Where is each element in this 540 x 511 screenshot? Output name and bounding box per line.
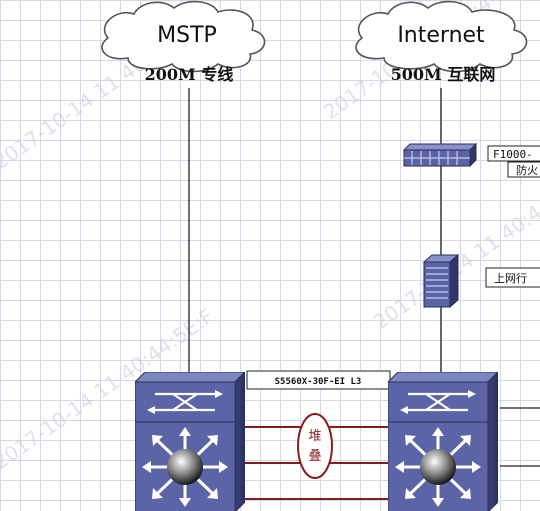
behavior-management-label: 上网行 [494, 272, 527, 285]
svg-text:2017-10-14 11 40:44:5E:F: 2017-10-14 11 40:44:5E:F [369, 164, 540, 334]
mstp-cloud: MSTP [101, 0, 266, 73]
core-switch-right-icon [388, 372, 498, 511]
firewall-icon [402, 142, 478, 168]
stack-label-bottom: 叠 [308, 449, 321, 464]
firewall-label-line1: F1000- [493, 148, 533, 161]
firewall-label-line2: 防火 [516, 163, 538, 177]
internet-cloud-label: Internet [397, 23, 485, 48]
stack-ellipse: 堆 叠 [297, 413, 333, 479]
firewall-label-box: F1000- 防火 [487, 145, 540, 178]
internet-link-label: 500M 互联网 [391, 65, 496, 84]
mstp-link-label: 200M 专线 [145, 65, 234, 84]
stack-label-top: 堆 [308, 429, 321, 444]
behavior-management-icon [422, 253, 460, 309]
behavior-management-label-box: 上网行 [485, 267, 540, 288]
core-model-label: S5560X-30F-EI L3 [275, 377, 362, 387]
mstp-cloud-label: MSTP [157, 23, 217, 48]
internet-cloud: Internet [355, 0, 528, 73]
core-switch-left-icon [135, 372, 245, 511]
core-model-label-box: S5560X-30F-EI L3 [246, 370, 391, 390]
